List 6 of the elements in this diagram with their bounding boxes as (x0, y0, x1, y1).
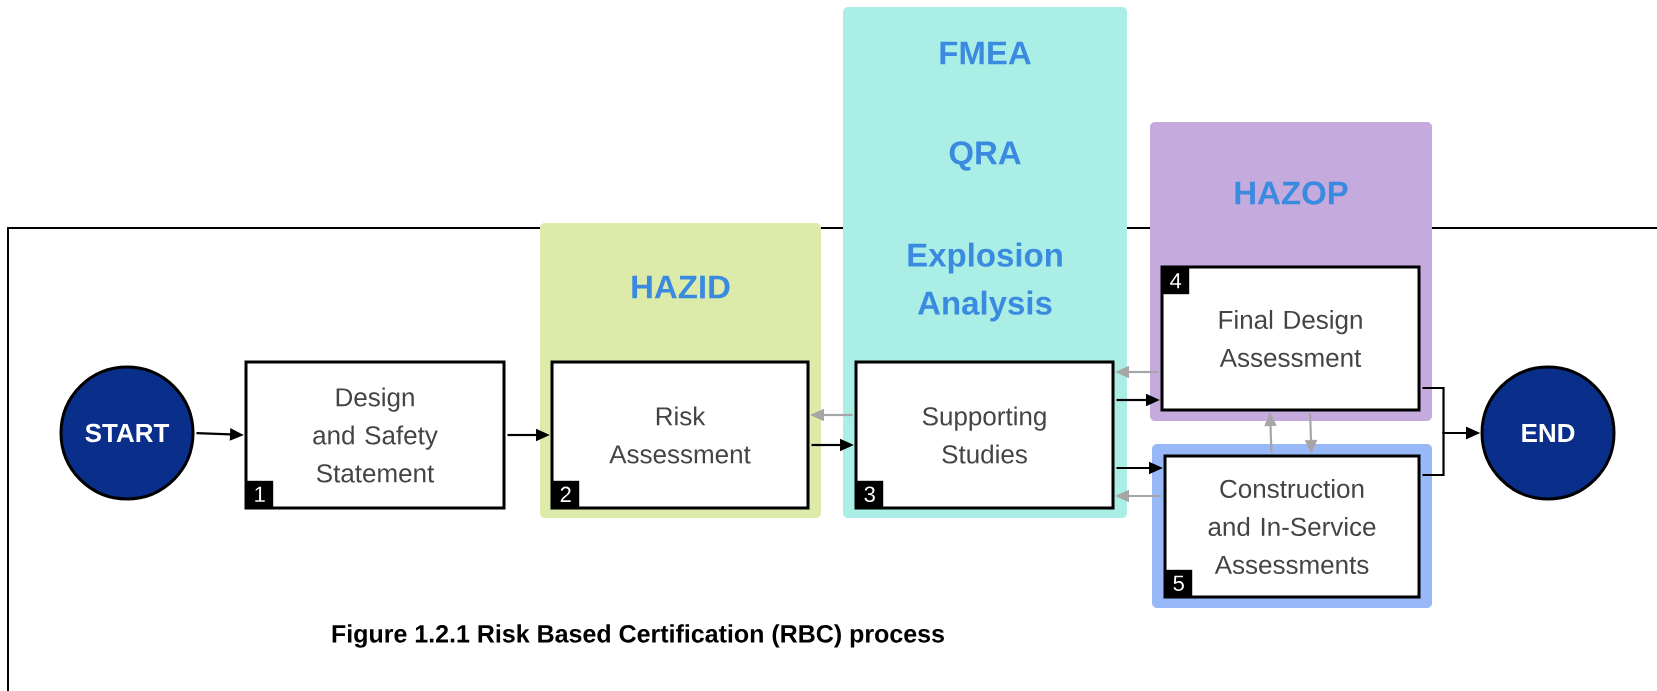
step-number: 2 (552, 480, 580, 508)
step-number: 3 (856, 480, 884, 508)
step-number: 5 (1165, 569, 1193, 597)
step-number: 4 (1162, 267, 1190, 295)
step-number: 1 (246, 480, 274, 508)
figure-caption: Figure 1.2.1 Risk Based Certification (RBC) process (332, 624, 944, 648)
